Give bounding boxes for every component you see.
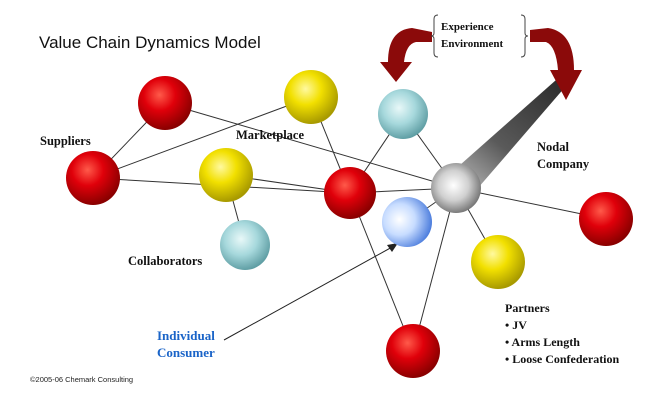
partner-yellow-node bbox=[471, 235, 525, 289]
bottom-red-node bbox=[386, 324, 440, 378]
nodal-beam bbox=[434, 80, 566, 188]
right-red-node bbox=[579, 192, 633, 246]
collaborator-teal-node bbox=[220, 220, 270, 270]
supplier-node-top bbox=[138, 76, 192, 130]
partners-item-arms-length: • Arms Length bbox=[505, 335, 580, 349]
experience-label: Experience bbox=[441, 21, 494, 33]
center-red-node bbox=[324, 167, 376, 219]
diagram-title: Value Chain Dynamics Model bbox=[39, 33, 261, 52]
marketplace-node bbox=[284, 70, 338, 124]
nodal-label: Nodal bbox=[537, 140, 569, 154]
right-brace bbox=[520, 14, 529, 58]
experience-teal-node bbox=[378, 89, 428, 139]
consumer-pointer-head bbox=[387, 243, 398, 252]
right-curved-arrow bbox=[530, 28, 582, 100]
consumer-pointer-line bbox=[223, 245, 395, 341]
left-brace bbox=[430, 14, 439, 58]
collaborator-yellow-node bbox=[199, 148, 253, 202]
individual-label: Individual bbox=[157, 328, 215, 343]
nodal-company-node bbox=[431, 163, 481, 213]
consumer-label: Consumer bbox=[157, 345, 215, 360]
supplier-node-left bbox=[66, 151, 120, 205]
experience-environment-brace: Experience Environment bbox=[434, 14, 524, 58]
left-curved-arrow bbox=[380, 28, 432, 82]
individual-consumer-node bbox=[382, 197, 432, 247]
company-label: Company bbox=[537, 157, 590, 171]
partners-block: Partners • JV • Arms Length • Loose Conf… bbox=[505, 300, 619, 368]
copyright-text: ©2005-06 Chemark Consulting bbox=[30, 375, 134, 384]
marketplace-label: Marketplace bbox=[236, 128, 305, 142]
partners-item-loose-confederation: • Loose Confederation bbox=[505, 352, 620, 366]
suppliers-label: Suppliers bbox=[40, 134, 91, 148]
environment-label: Environment bbox=[441, 38, 504, 50]
collaborators-label: Collaborators bbox=[128, 254, 203, 268]
partners-item-jv: • JV bbox=[505, 318, 527, 332]
partners-heading: Partners bbox=[505, 301, 550, 315]
